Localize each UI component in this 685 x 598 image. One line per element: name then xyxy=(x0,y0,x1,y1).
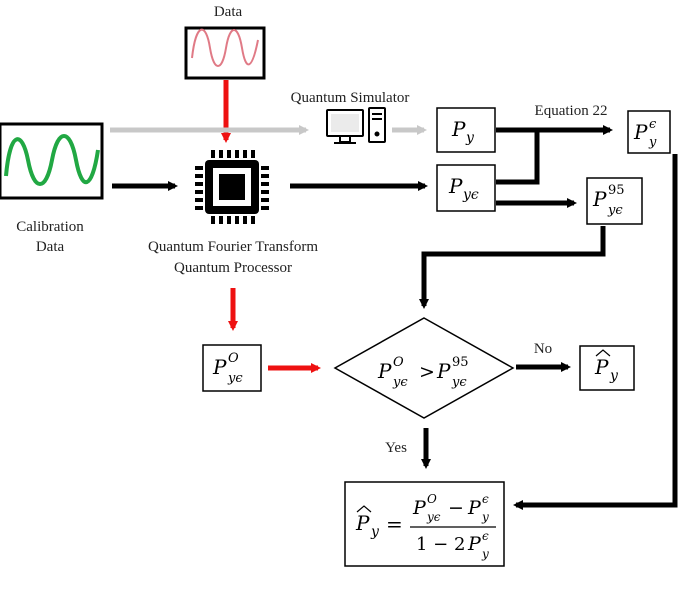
phat-box: P y xyxy=(579,345,635,391)
decision-diamond: P O yϵ > P 95 yϵ xyxy=(333,317,515,419)
formula-num-sub: yϵ xyxy=(426,510,441,524)
decision-right-sup: 95 xyxy=(452,355,469,370)
p95-P: P xyxy=(592,187,607,211)
formula-den-prefix: 1 − 2 xyxy=(416,534,465,555)
formula-num-P2: P xyxy=(467,497,482,519)
data-signal-box xyxy=(184,26,266,80)
formula-den-sup: ϵ xyxy=(482,529,489,543)
formula-num-sup: O xyxy=(427,492,437,506)
arrow-pyepsilon-to-formula xyxy=(513,154,678,510)
equation22-label: Equation 22 xyxy=(535,103,608,119)
calibration-label-line1: Calibration xyxy=(16,219,84,235)
formula-den-P: P xyxy=(467,533,482,555)
sine-wave-icon xyxy=(191,28,259,67)
connector-pyeps-to-equation xyxy=(496,130,540,185)
formula-lhs-sub: y xyxy=(370,524,380,540)
arrow-p95-to-decision xyxy=(419,226,606,309)
pyepsilon-subscript: y xyxy=(648,135,657,150)
formula-num-sup2: ϵ xyxy=(482,492,489,506)
computer-icon xyxy=(326,107,386,144)
formula-num-minus: − xyxy=(448,497,464,519)
decision-right-P: P xyxy=(436,359,451,383)
no-label: No xyxy=(534,341,552,357)
hat-accent xyxy=(595,349,611,357)
calibration-label-line2: Data xyxy=(36,239,65,255)
po-subscript: yϵ xyxy=(227,371,243,386)
decision-left-sub: yϵ xyxy=(392,375,408,390)
yes-label: Yes xyxy=(385,440,407,456)
po-P: P xyxy=(212,355,227,379)
calibration-signal-box xyxy=(0,122,104,200)
py-subscript: y xyxy=(465,130,475,146)
p95-subscript: yϵ xyxy=(607,203,623,218)
qft-label-line2: Quantum Processor xyxy=(174,260,292,276)
formula-num-P: P xyxy=(412,497,427,519)
py-P: P xyxy=(451,117,466,141)
po-superscript: O xyxy=(228,351,239,366)
phat-P: P xyxy=(594,355,609,379)
formula-den-sub: y xyxy=(481,547,489,561)
decision-left-P: P xyxy=(377,359,392,383)
pyeps-box: P yϵ xyxy=(436,164,496,212)
sine-wave-icon xyxy=(4,134,100,186)
py-epsilon-box: P ϵ y xyxy=(627,110,671,154)
p95-superscript: 95 xyxy=(608,183,625,198)
p95-box: P 95 yϵ xyxy=(586,177,643,225)
decision-left-sup: O xyxy=(393,355,404,370)
pyepsilon-superscript: ϵ xyxy=(649,117,657,132)
formula-lhs-P: P xyxy=(355,511,370,535)
formula-box: P y = P O yϵ − P ϵ y 1 − 2 P ϵ y xyxy=(344,481,505,567)
formula-num-sub2: y xyxy=(481,510,489,524)
cpu-chip-icon xyxy=(195,150,269,224)
phat-subscript: y xyxy=(609,368,619,384)
quantum-simulator-label: Quantum Simulator xyxy=(291,90,410,106)
pyeps-subscript: yϵ xyxy=(462,187,479,203)
hat-accent xyxy=(356,505,372,513)
qft-label-line1: Quantum Fourier Transform xyxy=(148,239,318,255)
formula-equals: = xyxy=(386,512,403,536)
data-label: Data xyxy=(214,4,243,20)
decision-right-sub: yϵ xyxy=(451,375,467,390)
decision-gt: > xyxy=(419,361,435,383)
py-box: P y xyxy=(436,107,496,153)
pyeps-P: P xyxy=(448,174,463,198)
po-box: P O yϵ xyxy=(202,344,262,392)
pyepsilon-P: P xyxy=(633,120,648,144)
